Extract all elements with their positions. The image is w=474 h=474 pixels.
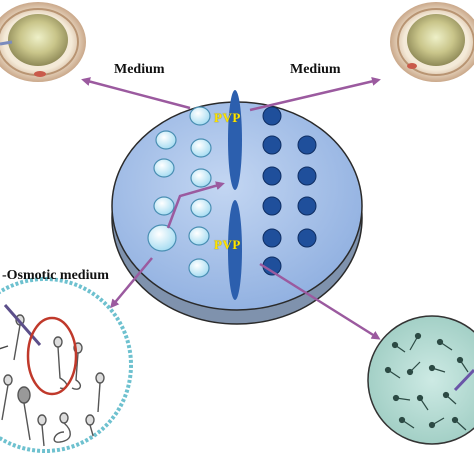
drop <box>297 135 317 155</box>
pvp-bar-bottom <box>228 200 242 300</box>
medium-label-left: Medium <box>114 62 165 77</box>
osmotic-medium-label: -Osmotic medium <box>2 268 109 283</box>
highlight-oval <box>26 316 78 396</box>
sperm-icon <box>456 356 469 373</box>
drop <box>262 135 282 155</box>
medium-label-right: Medium <box>290 62 341 77</box>
sperm-icon <box>451 416 467 431</box>
drop <box>297 166 317 186</box>
sperm-icon <box>428 364 446 373</box>
pvp-label-top: PVP <box>214 110 241 125</box>
oocyte-icon <box>390 2 474 82</box>
arrow-drop-to-pvp <box>166 181 225 229</box>
sperm-icon <box>436 338 453 351</box>
drop <box>262 196 282 216</box>
sperm-icon <box>391 341 406 353</box>
drop <box>188 226 210 246</box>
drop <box>155 130 177 150</box>
drop <box>190 138 212 158</box>
sperm-icon <box>37 414 47 447</box>
sperm-icon <box>53 412 71 443</box>
sperm-icon <box>1 374 13 421</box>
sperm-icon <box>442 391 457 405</box>
arrow-to-sperm <box>259 262 381 340</box>
arrow-to-osmotic <box>110 257 153 309</box>
arrow-to-right-oocyte <box>249 76 381 112</box>
drop <box>262 106 282 126</box>
drop <box>153 196 175 216</box>
sperm-icon <box>95 372 105 413</box>
sperm-drops <box>262 106 317 276</box>
drop <box>188 258 210 278</box>
medium-drops <box>147 106 212 278</box>
sperm-icon <box>406 361 421 376</box>
arrows <box>81 76 381 340</box>
sperm-icon <box>17 386 31 441</box>
drop <box>262 228 282 248</box>
sperm-sample-view <box>367 315 474 445</box>
drop <box>190 168 212 188</box>
sperm-icon <box>384 366 401 379</box>
drop <box>190 198 212 218</box>
drop <box>153 158 175 178</box>
sperm-icon <box>416 394 429 411</box>
pvp-label-bottom: PVP <box>214 237 241 252</box>
drop <box>297 228 317 248</box>
sperm-icon <box>409 332 422 351</box>
pvp-bar-top <box>228 90 242 190</box>
drop <box>147 224 177 252</box>
sperm-icon <box>392 394 411 402</box>
drop <box>262 166 282 186</box>
sperm-icon <box>428 417 445 429</box>
oocyte-icon <box>0 2 86 82</box>
drop <box>189 106 211 126</box>
osmotic-test-view <box>0 277 133 453</box>
sperm-icon <box>398 416 415 429</box>
drop <box>297 196 317 216</box>
arrow-to-left-oocyte <box>81 77 191 110</box>
